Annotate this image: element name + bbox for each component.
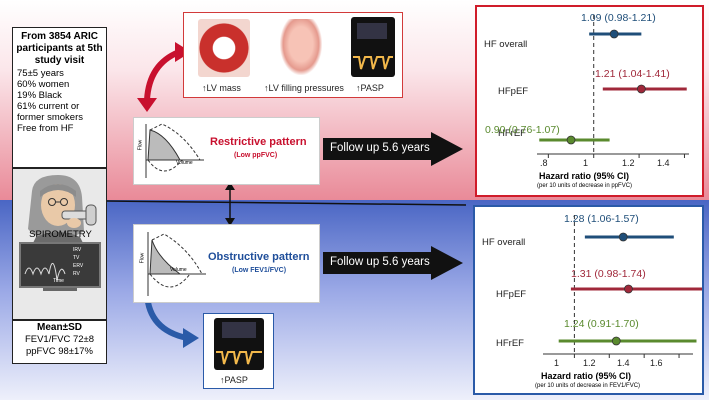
forest-note: (per 10 units of decrease in FEV1/FVC)	[535, 383, 641, 389]
forest-plot-obstructive: HF overall HFpEF HFrEF 1.28 (1.06-1.57) …	[473, 205, 704, 395]
follow-up-arrow-bottom-icon	[323, 246, 463, 280]
lv-filling-label: ↑LV filling pressures	[264, 83, 344, 93]
forest-point-estimate	[609, 29, 619, 39]
pasp-echo-image-bottom	[214, 318, 264, 370]
cohort-line: Free from HF	[17, 123, 74, 134]
follow-up-label-top: Follow up 5.6 years	[330, 142, 430, 154]
cohort-line: 75±5 years	[17, 68, 64, 79]
forest-row-label: HF overall	[482, 237, 526, 248]
forest-row-label: HF overall	[484, 39, 528, 50]
cohort-line: 61% current or former smokers	[17, 101, 83, 123]
cohort-title: From 3854 ARIC participants at 5th study…	[16, 31, 103, 66]
forest-point-estimate	[566, 135, 576, 145]
forest-tick-label: 1.4	[617, 358, 630, 368]
monitor-label-rv: RV	[73, 271, 80, 277]
cohort-line: 19% Black	[17, 90, 62, 101]
forest-tick-label: .8	[540, 158, 548, 168]
stats-title: Mean±SD	[37, 322, 82, 333]
monitor-stand	[43, 288, 77, 291]
top-findings-box: ↑LV mass ↑LV filling pressures ↑PASP	[183, 12, 403, 98]
stats-box: Mean±SD FEV1/FVC 72±8 ppFVC 98±17%	[12, 320, 107, 364]
forest-row-label: HFpEF	[498, 86, 529, 97]
obstructive-title: Obstructive pattern	[208, 251, 310, 263]
forest-tick-label: 1.6	[650, 358, 663, 368]
stats-fev: FEV1/FVC 72±8	[24, 334, 95, 345]
forest-note: (per 10 units of decrease in ppFVC)	[537, 183, 633, 189]
spirometry-monitor: IRV TV ERV RV Time	[19, 242, 101, 288]
forest-tick-label: 1.2	[622, 158, 635, 168]
forest-row-value: 1.24 (0.91-1.70)	[564, 318, 639, 330]
monitor-label-irv: IRV	[73, 247, 82, 253]
forest-row-value: 1.28 (1.06-1.57)	[564, 213, 639, 225]
forest-xlabel: Hazard ratio (95% CI)	[541, 371, 632, 381]
forest-tick-label: 1	[583, 158, 589, 168]
lv-mass-label: ↑LV mass	[202, 83, 241, 93]
forest-row-value: 1.31 (0.98-1.74)	[571, 268, 646, 280]
obstructive-volume-label: Volume	[170, 267, 187, 273]
cohort-line: 60% women	[17, 79, 70, 90]
obstructive-subtitle: (Low FEV1/FVC)	[232, 267, 287, 274]
monitor-label-tv: TV	[73, 255, 80, 261]
forest-row-label: HFrEF	[496, 338, 524, 349]
forest-tick-label: 1.4	[657, 158, 670, 168]
restrictive-volume-label: Volume	[176, 160, 193, 166]
forest-plot-restrictive: HF overall HFpEF HFrEF 1.09 (0.98-1.21) …	[475, 5, 704, 197]
forest-tick-label: 1	[554, 358, 560, 368]
restrictive-title: Restrictive pattern	[210, 136, 307, 148]
forest-tick-label: 1.2	[583, 358, 596, 368]
forest-row-label: HFpEF	[496, 289, 527, 300]
patient-illustration	[28, 175, 97, 245]
obstructive-flow-label: Flow	[139, 252, 146, 264]
forest-plot-svg	[537, 15, 689, 158]
restrictive-flow-volume-loop	[145, 123, 204, 178]
restrictive-subtitle: (Low ppFVC)	[234, 152, 278, 159]
forest-point-estimate	[618, 232, 628, 242]
follow-up-label-bottom: Follow up 5.6 years	[330, 256, 430, 268]
pasp-label-top: ↑PASP	[356, 83, 384, 93]
forest-row-value: 1.09 (0.98-1.21)	[581, 12, 656, 24]
pasp-label-bottom: ↑PASP	[220, 375, 248, 385]
spirometry-panel: SPIROMETRY IRV TV ERV RV Time	[12, 168, 107, 320]
forest-xlabel: Hazard ratio (95% CI)	[539, 171, 630, 181]
forest-plot-svg	[543, 215, 702, 358]
forest-row-label: HFrEF	[498, 128, 526, 139]
monitor-label-erv: ERV	[73, 263, 84, 269]
stats-ppfvc: ppFVC 98±17%	[25, 346, 93, 357]
restrictive-flow-label: Flow	[137, 139, 144, 151]
forest-point-estimate	[636, 84, 646, 94]
obstructive-pattern-box: Flow Volume Obstructive pattern (Low FEV…	[133, 224, 320, 303]
forest-row-value: 0.90 (0.76-1.07)	[485, 124, 560, 136]
follow-up-arrow-top-icon	[323, 132, 463, 166]
lv-mass-image	[198, 19, 250, 77]
obstructive-flow-volume-loop	[147, 232, 206, 296]
forest-row-value: 1.21 (1.04-1.41)	[595, 68, 670, 80]
cohort-box: From 3854 ARIC participants at 5th study…	[12, 27, 107, 168]
pasp-echo-image-top	[351, 17, 395, 77]
restrictive-pattern-box: Flow Volume Restrictive pattern (Low ppF…	[133, 117, 320, 185]
monitor-label-time: Time	[53, 278, 64, 284]
bottom-findings-box: ↑PASP	[203, 313, 274, 389]
lv-filling-image	[280, 19, 322, 75]
forest-point-estimate	[611, 336, 621, 346]
forest-point-estimate	[624, 284, 633, 294]
spirometry-label: SPIROMETRY	[29, 229, 92, 240]
